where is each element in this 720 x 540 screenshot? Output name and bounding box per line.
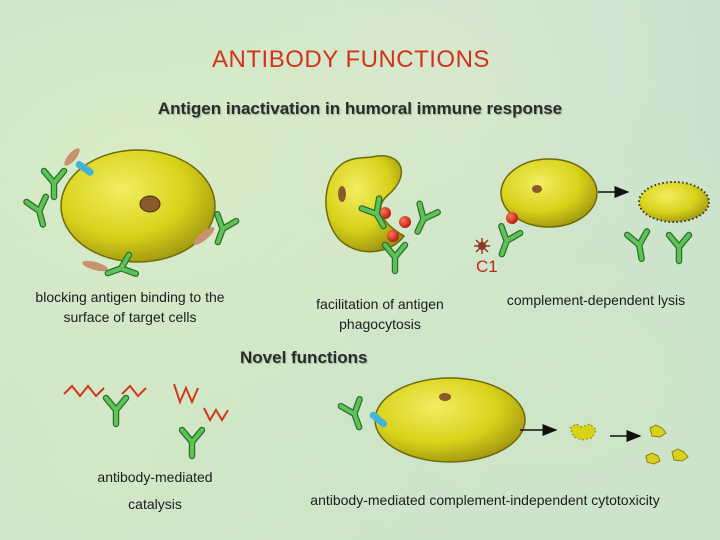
product-wave xyxy=(173,383,199,405)
cell-fragment xyxy=(671,448,689,462)
phagocytosis-label: facilitation of antigen phagocytosis xyxy=(316,296,444,332)
antibody xyxy=(492,226,520,257)
cell-nucleus xyxy=(139,195,161,213)
slide-subtitle: Antigen inactivation in humoral immune r… xyxy=(157,99,563,118)
antibody xyxy=(627,231,651,260)
antibody xyxy=(44,171,64,197)
lysis-label: complement-dependent lysis xyxy=(506,292,686,308)
catalysis-label-line2: catalysis xyxy=(128,496,182,512)
cytotoxicity-label: antibody-mediated complement-independent… xyxy=(310,492,660,508)
slide-title: ANTIBODY FUNCTIONS xyxy=(212,46,490,73)
antibody xyxy=(106,398,126,424)
catalysis-label-line1: antibody-mediated xyxy=(97,469,213,485)
catalysis-illustration xyxy=(63,383,229,456)
complement-c1-icon xyxy=(474,238,490,254)
free-antigen xyxy=(64,148,80,166)
antibody xyxy=(669,235,689,261)
antigen-red xyxy=(506,212,518,224)
cell-nucleus xyxy=(532,185,542,193)
novel-functions-heading: Novel functions xyxy=(240,348,368,367)
phagocyte-nucleus xyxy=(338,186,346,202)
phagocytosis-illustration xyxy=(325,155,438,271)
free-antigen xyxy=(82,260,108,272)
free-antigen xyxy=(193,227,215,245)
bound-antigen xyxy=(369,411,388,428)
cell-fragment xyxy=(649,424,667,438)
target-cell xyxy=(374,377,526,463)
target-cell xyxy=(500,158,598,228)
blocking-illustration xyxy=(26,148,236,283)
antibody xyxy=(182,430,202,456)
cell-fragment xyxy=(569,423,597,441)
substrate-wave xyxy=(121,384,147,398)
antibody xyxy=(385,245,405,271)
antigen-red xyxy=(399,216,411,228)
c1-label: C1 xyxy=(476,257,498,276)
antigen-red xyxy=(387,230,399,242)
cell-nucleus xyxy=(439,393,451,401)
product-wave xyxy=(203,407,229,423)
bound-antigen xyxy=(75,160,94,176)
antigen-red xyxy=(379,207,391,219)
target-cell xyxy=(60,149,216,263)
cell-fragment xyxy=(645,452,661,465)
lysed-cell xyxy=(638,181,710,223)
antibody xyxy=(409,204,438,236)
blocking-label: blocking antigen binding to the surface … xyxy=(35,289,225,325)
cytotoxicity-illustration xyxy=(341,377,689,465)
substrate-wave xyxy=(63,384,105,398)
antibody xyxy=(26,197,52,227)
antibody xyxy=(341,399,369,430)
lysis-illustration xyxy=(474,158,710,261)
